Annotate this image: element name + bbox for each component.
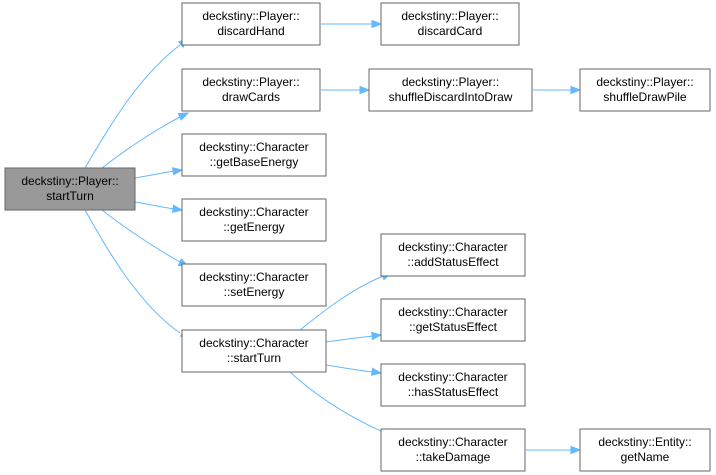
node-box: [380, 233, 526, 277]
edge-line: [134, 170, 176, 179]
node-label-line: ::hasStatusEffect: [408, 385, 499, 399]
node-character-hasStatusEffect[interactable]: deckstiny::Character::hasStatusEffect: [380, 363, 526, 407]
edge-line: [299, 275, 384, 331]
arrowhead-icon: [172, 204, 184, 213]
edge-line: [84, 44, 181, 169]
arrowhead-icon: [172, 167, 184, 176]
node-player-discardCard[interactable]: deckstiny::Player::discardCard: [380, 2, 520, 46]
node-label-line: ::takeDamage: [416, 450, 491, 464]
edge-line: [101, 209, 181, 263]
node-label-line: deckstiny::Player::: [202, 75, 299, 89]
node-box: [380, 428, 526, 472]
node-label-line: deckstiny::Player::: [596, 75, 693, 89]
node-label-line: ::getStatusEffect: [409, 320, 497, 334]
node-player-shuffleDiscardIntoDraw[interactable]: deckstiny::Player::shuffleDiscardIntoDra…: [368, 68, 533, 112]
node-label-line: deckstiny::Character: [199, 270, 308, 284]
node-label-line: deckstiny::Player::: [402, 75, 499, 89]
node-entity-getName[interactable]: deckstiny::Entity::getName: [579, 428, 711, 472]
node-label-line: deckstiny::Character: [199, 140, 308, 154]
edge-line: [325, 335, 374, 343]
nodes-layer: deckstiny::Player::startTurndeckstiny::P…: [4, 2, 711, 472]
arrowhead-icon: [371, 367, 383, 376]
node-box: [380, 363, 526, 407]
edge-player_startTurn-to-character_getEnergy: [134, 201, 184, 213]
edge-character_startTurn-to-character_takeDamage: [289, 371, 394, 437]
node-label-line: deckstiny::Player::: [202, 9, 299, 23]
node-box: [181, 68, 321, 112]
node-player-discardHand[interactable]: deckstiny::Player::discardHand: [181, 2, 321, 46]
node-box: [380, 298, 526, 342]
node-box: [4, 167, 136, 211]
edge-line: [84, 209, 181, 334]
edge-player_startTurn-to-player_drawCards: [101, 112, 190, 169]
node-player-startTurn[interactable]: deckstiny::Player::startTurn: [4, 167, 136, 211]
node-label-line: discardHand: [217, 24, 284, 38]
node-box: [181, 263, 327, 307]
node-label-line: deckstiny::Player::: [21, 174, 118, 188]
edge-line: [289, 371, 386, 434]
node-character-setEnergy[interactable]: deckstiny::Character::setEnergy: [181, 263, 327, 307]
node-box: [181, 198, 327, 242]
node-label-line: ::addStatusEffect: [407, 255, 499, 269]
node-label-line: deckstiny::Character: [398, 305, 507, 319]
node-box: [380, 2, 520, 46]
node-label-line: deckstiny::Character: [199, 205, 308, 219]
node-box: [579, 428, 711, 472]
edge-character_takeDamage-to-entity_getName: [525, 445, 582, 455]
node-label-line: deckstiny::Entity::: [598, 435, 691, 449]
edge-player_startTurn-to-character_startTurn: [84, 209, 192, 339]
node-label-line: shuffleDiscardIntoDraw: [389, 90, 513, 104]
node-label-line: ::getBaseEnergy: [210, 155, 299, 169]
node-player-shuffleDrawPile[interactable]: deckstiny::Player::shuffleDrawPile: [579, 68, 711, 112]
node-label-line: deckstiny::Character: [398, 240, 507, 254]
node-player-drawCards[interactable]: deckstiny::Player::drawCards: [181, 68, 321, 112]
edge-line: [134, 201, 176, 210]
edge-character_startTurn-to-character_getStatusEffect: [325, 331, 383, 343]
edge-player_discardHand-to-player_discardCard: [320, 19, 383, 29]
edge-character_startTurn-to-character_hasStatusEffect: [325, 364, 383, 376]
node-label-line: drawCards: [222, 90, 280, 104]
arrowhead-icon: [359, 85, 371, 95]
node-character-startTurn[interactable]: deckstiny::Character::startTurn: [181, 329, 327, 373]
node-label-line: deckstiny::Character: [398, 435, 507, 449]
edge-player_shuffleDiscardIntoDraw-to-player_shuffleDrawPile: [533, 85, 582, 95]
edge-player_startTurn-to-character_getBaseEnergy: [134, 167, 184, 179]
node-label-line: ::startTurn: [227, 351, 281, 365]
edge-line: [325, 364, 374, 373]
node-box: [181, 2, 321, 46]
node-box: [181, 133, 327, 177]
node-character-getEnergy[interactable]: deckstiny::Character::getEnergy: [181, 198, 327, 242]
node-label-line: startTurn: [46, 189, 94, 203]
edge-player_startTurn-to-player_discardHand: [84, 38, 190, 169]
node-box: [368, 68, 533, 112]
edge-player_drawCards-to-player_shuffleDiscardIntoDraw: [321, 85, 371, 95]
node-character-takeDamage[interactable]: deckstiny::Character::takeDamage: [380, 428, 526, 472]
arrowhead-icon: [570, 85, 582, 95]
node-character-getStatusEffect[interactable]: deckstiny::Character::getStatusEffect: [380, 298, 526, 342]
arrowhead-icon: [570, 445, 582, 455]
node-label-line: shuffleDrawPile: [603, 90, 686, 104]
edge-line: [101, 116, 181, 169]
node-label-line: ::getEnergy: [223, 220, 284, 234]
node-label-line: deckstiny::Character: [199, 336, 308, 350]
node-character-getBaseEnergy[interactable]: deckstiny::Character::getBaseEnergy: [181, 133, 327, 177]
node-label-line: discardCard: [418, 24, 483, 38]
node-label-line: getName: [621, 450, 670, 464]
arrowhead-icon: [371, 19, 383, 29]
node-box: [181, 329, 327, 373]
node-label-line: deckstiny::Player::: [401, 9, 498, 23]
node-character-addStatusEffect[interactable]: deckstiny::Character::addStatusEffect: [380, 233, 526, 277]
node-label-line: ::setEnergy: [224, 285, 285, 299]
node-label-line: deckstiny::Character: [398, 370, 507, 384]
arrowhead-icon: [371, 331, 383, 341]
arrowhead-icon: [177, 112, 190, 121]
node-box: [579, 68, 711, 112]
